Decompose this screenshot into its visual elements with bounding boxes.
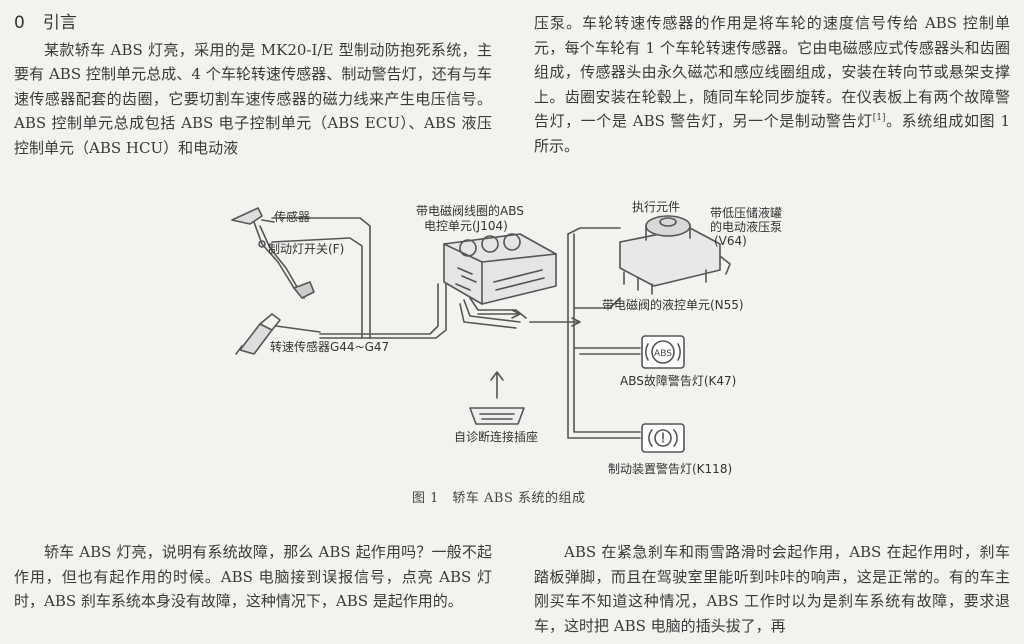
section-number: 0 (14, 13, 25, 33)
citation-ref: [1] (872, 113, 886, 123)
label-brake-light-switch: 制动灯开关(F) (268, 242, 345, 256)
brake-warning-lamp-icon (641, 423, 685, 453)
body-paragraph-right: ABS 在紧急刹车和雨雪路滑时会起作用，ABS 在起作用时，刹车踏板弹脚，而且在… (534, 543, 1010, 635)
section-title: 引言 (42, 13, 77, 33)
abs-ecu-icon (443, 233, 557, 305)
abs-lamp-text: ABS (654, 349, 672, 359)
brake-pedal-icon (231, 207, 315, 299)
speed-sensor-icon (235, 313, 281, 355)
abs-warning-lamp-icon (641, 335, 685, 369)
label-pump-line2: 的电动液压泵 (710, 220, 783, 234)
hydraulic-unit-icon (619, 215, 731, 295)
intro-right-column: 压泵。车轮转速传感器的作用是将车轮的速度信号传给 ABS 控制单元，每个车轮有 … (534, 11, 1010, 158)
label-actuator: 执行元件 (632, 200, 681, 214)
label-pump-line1: 带低压储液罐 (710, 206, 783, 220)
figure-caption: 图 1 轿车 ABS 系统的组成 (412, 491, 586, 506)
intro-paragraph-right: 压泵。车轮转速传感器的作用是将车轮的速度信号传给 ABS 控制单元，每个车轮有 … (534, 11, 1010, 158)
label-speed-sensor: 转速传感器G44~G47 (270, 340, 390, 354)
section-heading: 0 引言 (14, 11, 492, 36)
label-ecu-line1: 带电磁阀线圈的ABS (416, 204, 524, 218)
label-brake-lamp: 制动装置警告灯(K118) (608, 462, 733, 476)
label-sensor: 传感器 (274, 210, 311, 224)
label-pump-line3: (V64) (714, 234, 747, 248)
label-diag-connector: 自诊断连接插座 (454, 430, 539, 444)
intro-text-after-ref: 。系统组成如图 1 所示。 (534, 112, 1011, 155)
intro-left-column: 0 引言 某款轿车 ABS 灯亮，采用的是 MK20-I/E 型制动防抱死系统，主… (14, 11, 492, 160)
intro-text-before-ref: 压泵。车轮转速传感器的作用是将车轮的速度信号传给 ABS 控制单元，每个车轮有 … (534, 14, 1010, 130)
figure-drawing: ABS (231, 207, 731, 453)
body-right-column: ABS 在紧急刹车和雨雪路滑时会起作用，ABS 在起作用时，刹车踏板弹脚，而且在… (534, 540, 1010, 638)
label-hydraulic-unit: 带电磁阀的液控单元(N55) (602, 298, 744, 312)
label-ecu-line2: 电控单元(J104) (424, 219, 508, 233)
intro-paragraph-left: 某款轿车 ABS 灯亮，采用的是 MK20-I/E 型制动防抱死系统，主要有 A… (14, 40, 492, 157)
label-abs-lamp: ABS故障警告灯(K47) (620, 374, 737, 388)
diagnostic-connector-icon (469, 407, 525, 425)
body-left-column: 轿车 ABS 灯亮，说明有系统故障，那么 ABS 起作用吗？一般不起作用，但也有… (14, 540, 492, 614)
body-paragraph-left: 轿车 ABS 灯亮，说明有系统故障，那么 ABS 起作用吗？一般不起作用，但也有… (14, 543, 492, 610)
abs-system-figure: ABS 传感器 制动灯开关(F) 转速传感器G44~G47 带电磁阀线圈的ABS… (220, 198, 800, 483)
